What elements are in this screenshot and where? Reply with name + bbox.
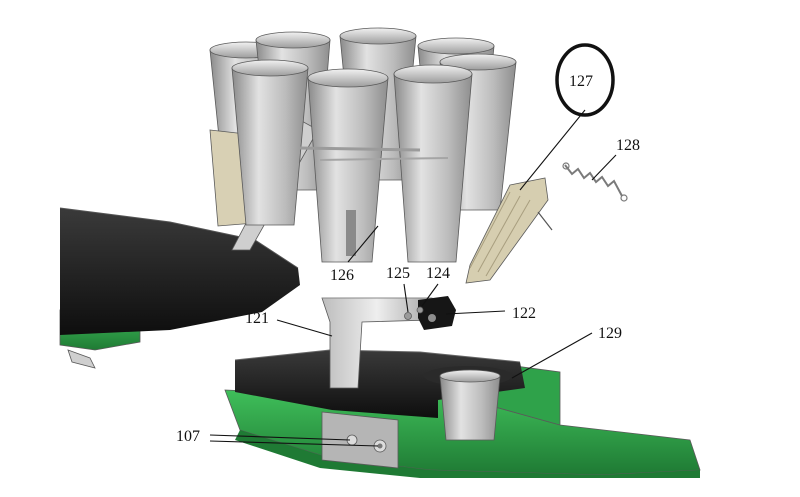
part-129-cup — [439, 369, 501, 441]
label-125: 125 — [386, 265, 410, 282]
leader-lines — [209, 109, 617, 447]
leader-129 — [511, 332, 593, 379]
leader-128 — [591, 154, 617, 181]
label-124: 124 — [426, 265, 450, 282]
leader-107b — [209, 440, 379, 447]
leader-121 — [276, 319, 333, 337]
label-128: 128 — [616, 137, 640, 154]
leader-122 — [445, 310, 506, 315]
label-127: 127 — [569, 73, 593, 90]
leader-126 — [347, 225, 379, 263]
label-126: 126 — [330, 267, 354, 284]
leader-127 — [519, 109, 586, 191]
label-129: 129 — [598, 325, 622, 342]
leader-124 — [421, 283, 439, 307]
cups-assembly — [209, 27, 517, 263]
part-107-hinge-plate — [321, 411, 399, 469]
highlight-circle-127 — [555, 43, 615, 117]
label-122: 122 — [512, 305, 536, 322]
part-124-125-bolts — [404, 306, 424, 320]
part-128-spring — [562, 162, 628, 202]
part-labels: 127 128 126 125 124 122 121 129 107 — [176, 73, 640, 445]
part-122-clamp — [418, 296, 456, 330]
label-121: 121 — [245, 310, 269, 327]
label-107: 107 — [176, 428, 200, 445]
leader-107a — [209, 434, 351, 441]
leader-125 — [403, 283, 409, 313]
part-127-flap — [465, 177, 553, 284]
